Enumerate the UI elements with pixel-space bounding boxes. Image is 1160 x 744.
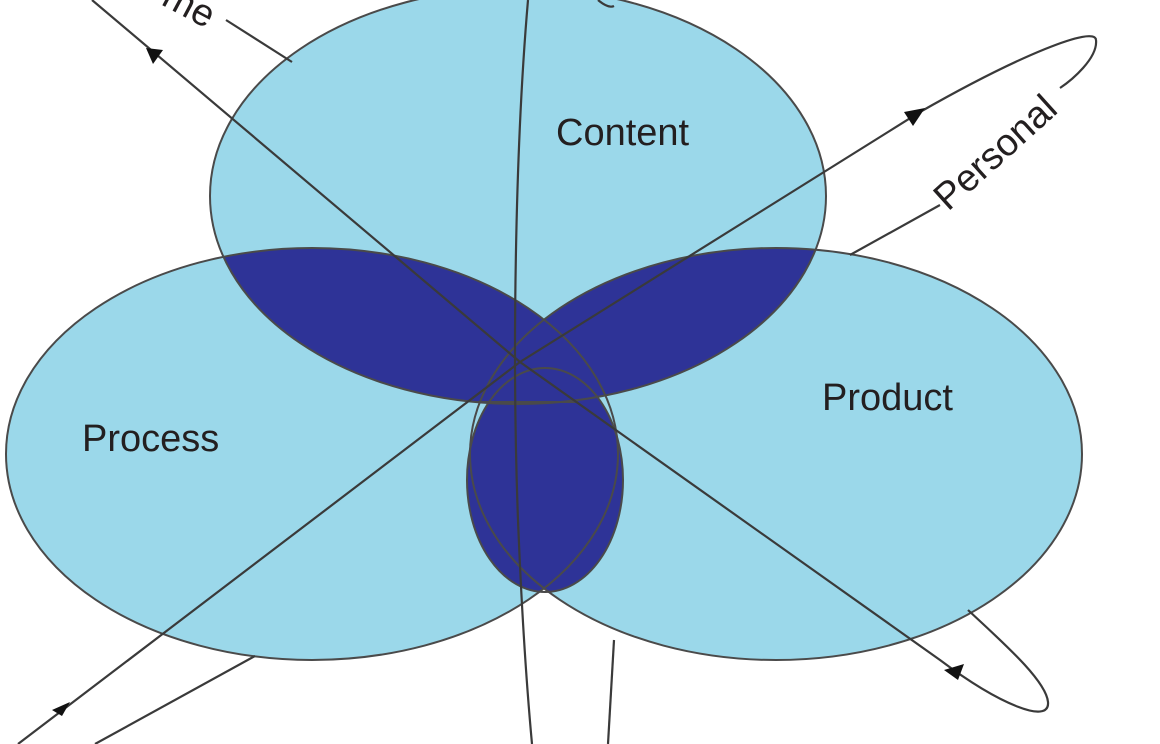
axis-curve-personal [17,35,1098,744]
label-top-left-partial: me [156,0,222,37]
axis-curve-top-right [597,0,615,8]
arrowheads [52,48,964,716]
label-personal: Personal [926,87,1066,219]
arrow-lower-left-icon [52,702,70,716]
arrow-up-right-icon [904,108,925,126]
axis-curve-vertical [513,0,534,744]
axis-curve-diagonal-down [91,0,1050,713]
label-process: Process [82,418,219,460]
overlap-content-product [470,248,826,404]
set-outlines [5,0,1083,661]
arrow-up-left-icon [146,48,163,64]
axis-curve-personal-return [849,204,941,256]
axis-curve-lower-left [94,655,256,744]
overlap-product-center [470,368,623,592]
axis-curve-vertical-right [606,639,616,744]
axis-curve-top-left-tail [225,19,293,63]
overlaps [210,248,826,592]
overlap-content-process [210,248,618,404]
label-content: Content [556,112,690,154]
arrow-down-left-icon [944,664,964,680]
label-product: Product [822,377,953,419]
axis-curves [17,0,1098,744]
